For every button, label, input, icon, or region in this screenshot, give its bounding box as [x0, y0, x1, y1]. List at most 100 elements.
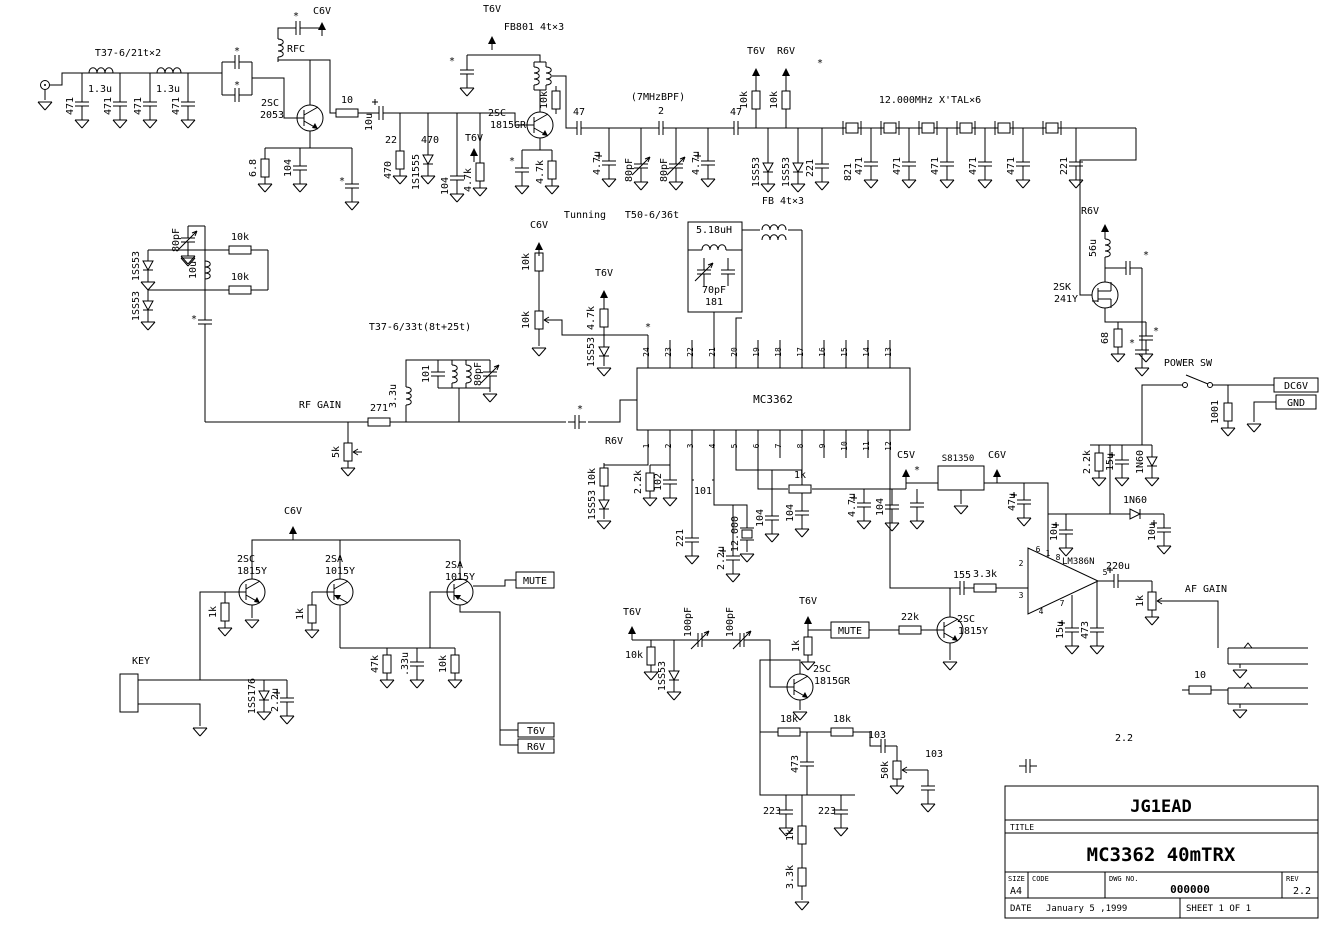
schematic-label: 47k: [370, 655, 381, 673]
mc3362-pin-number: 23: [664, 347, 673, 357]
title-label: TITLE: [1010, 823, 1034, 832]
schematic-label: 471: [930, 157, 941, 175]
date-value: January 5 ,1999: [1046, 904, 1127, 914]
dc6v-label: DC6V: [1284, 381, 1308, 392]
r6v-label: R6V: [527, 742, 545, 753]
mc3362-pin-number: 24: [642, 347, 651, 357]
schematic-label: 1015Y: [445, 572, 475, 583]
schematic-label: 471: [65, 97, 76, 115]
schematic-label: 10u: [364, 113, 375, 131]
ic-lm386: LM386N: [1027, 547, 1100, 615]
schematic-label: 18k: [833, 714, 851, 725]
schematic-label: 471: [103, 97, 114, 115]
resistor-symbol: [781, 90, 791, 110]
schematic-label: R6V: [1081, 206, 1099, 217]
mc3362-pin-number: 13: [884, 347, 893, 357]
schematic-label: T37-6/21t×2: [95, 48, 161, 59]
schematic-label: 220u: [1106, 561, 1130, 572]
schematic-label: 2SK: [1053, 282, 1071, 293]
schematic-label: 821: [843, 163, 854, 181]
schematic-label: 1k: [1135, 595, 1146, 607]
mc3362-pin-number: 2: [664, 443, 673, 448]
schematic-label: *: [234, 46, 240, 57]
schematic-label: 10k: [739, 91, 750, 109]
schematic-label: 1815Y: [237, 566, 267, 577]
schematic-label: 2SC: [957, 614, 975, 625]
schematic-label: FB801 4t×3: [504, 22, 564, 33]
mc3362-pin-number: 8: [796, 443, 805, 448]
resistor-symbol: [830, 727, 854, 737]
schematic-label: *: [293, 11, 299, 22]
schematic-label: T6V: [799, 596, 817, 607]
schematic-label: T6V: [747, 46, 765, 57]
mute-tx-label: MUTE: [523, 576, 547, 587]
rev-label: REV: [1286, 875, 1299, 883]
resistor-symbol: [475, 162, 485, 182]
key-jack[interactable]: [119, 673, 156, 713]
schematic-label: 473: [790, 755, 801, 773]
schematic-label: 3.3u: [388, 384, 399, 408]
mc3362-pin-number: 19: [752, 347, 761, 357]
schematic-label: C6V: [988, 450, 1006, 461]
schematic-label: 103: [925, 749, 943, 760]
schematic-label: 10: [341, 95, 353, 106]
schematic-label: 1SS53: [131, 251, 142, 281]
schematic-label: *: [1143, 250, 1149, 261]
schematic-label: 10k: [539, 91, 550, 109]
schematic-label: 80pF: [171, 228, 182, 252]
schematic-label: 4.7u: [691, 151, 702, 175]
schematic-label: C6V: [313, 6, 331, 17]
gnd-label: GND: [1287, 398, 1305, 409]
schematic-label: 8: [1056, 553, 1061, 562]
schematic-label: *: [1129, 338, 1135, 349]
schematic-label: *: [914, 465, 920, 476]
resistor-symbol: [551, 90, 561, 110]
schematic-label: 2: [1019, 559, 1024, 568]
schematic-label: 2SC: [237, 554, 255, 565]
schematic-label: *: [577, 404, 583, 415]
schematic-label: 3.3k: [785, 865, 796, 889]
author: JG1EAD: [1130, 797, 1191, 817]
phone-jack-2[interactable]: [1227, 682, 1308, 705]
schematic-label: 47: [573, 107, 585, 118]
r6v-terminal: R6V: [517, 738, 555, 754]
drawing-title: MC3362 40mTRX: [1087, 844, 1236, 866]
schematic-label: 5: [1103, 568, 1108, 577]
ic-mc3362: MC3362: [636, 367, 911, 431]
schematic-label: 1k: [208, 606, 219, 618]
schematic-label: C6V: [530, 220, 548, 231]
ic-mc3362-label: MC3362: [753, 393, 793, 406]
ic-lm386-label: LM386N: [1062, 557, 1095, 567]
title-block: JG1EAD TITLE MC3362 40mTRX SIZE A4 CODE …: [1004, 785, 1319, 919]
schematic-label: 1001: [1210, 400, 1221, 424]
mc3362-pin-number: 11: [862, 441, 871, 451]
resistor-symbol: [450, 654, 460, 674]
mc3362-pin-number: 4: [708, 443, 717, 448]
schematic-label: 104: [875, 498, 886, 516]
schematic-label: 103: [868, 730, 886, 741]
schematic-label: 80pF: [473, 362, 484, 386]
schematic-label: 221: [1059, 157, 1070, 175]
schematic-label: RFC: [287, 44, 305, 55]
schematic-label: 80pF: [624, 158, 635, 182]
schematic-label: 3: [1019, 591, 1024, 600]
resistor-symbol: [803, 636, 813, 656]
schematic-label: FB 4t×3: [762, 196, 804, 207]
resistor-symbol: [797, 867, 807, 887]
phone-jack-1[interactable]: [1227, 642, 1308, 665]
schematic-label: 221: [805, 159, 816, 177]
schematic-label: T50-6/36t: [625, 210, 679, 221]
mute-af-label: MUTE: [838, 626, 862, 637]
resistor-symbol: [547, 160, 557, 180]
schematic-label: 2.2k: [633, 470, 644, 494]
schematic-label: 1SS53: [751, 157, 762, 187]
schematic-label: 70pF: [702, 285, 726, 296]
schematic-label: 4.7u: [592, 151, 603, 175]
resistor-symbol: [382, 654, 392, 674]
resistor-symbol: [335, 108, 359, 118]
schematic-label: 1.3u: [88, 84, 112, 95]
power-switch[interactable]: [1182, 374, 1213, 388]
schematic-label: 2.2u: [716, 546, 727, 570]
schematic-label: 223: [818, 806, 836, 817]
fet-symbol: [1091, 281, 1119, 309]
